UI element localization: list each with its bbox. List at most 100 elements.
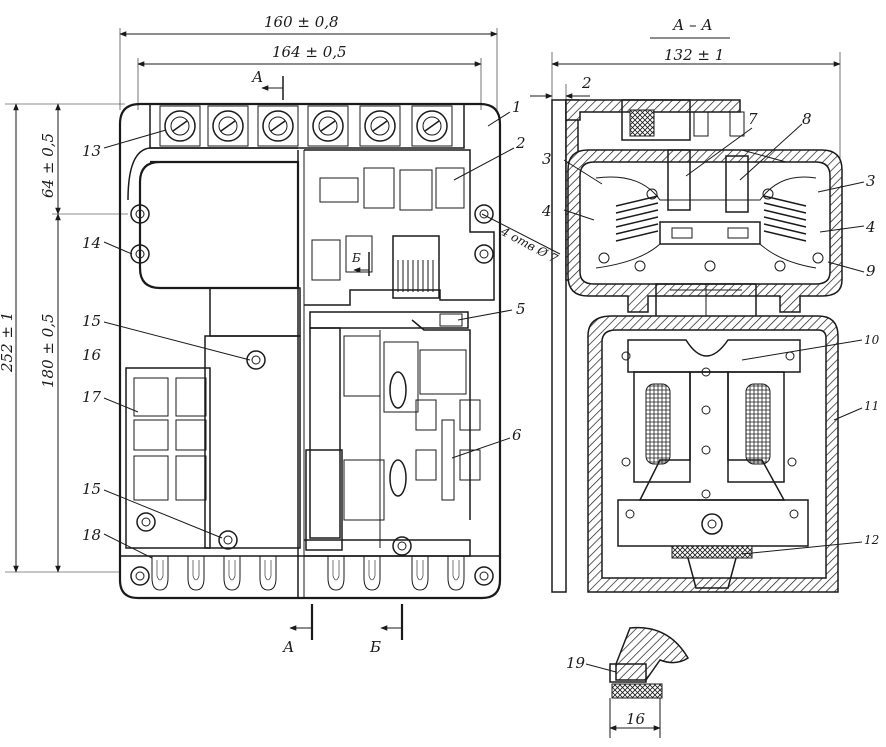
hole-center <box>135 209 145 219</box>
mechanism-area <box>304 149 495 557</box>
dim-width-inner: 164 ± 0,5 <box>137 43 482 110</box>
mounting-hole-icon <box>130 204 150 224</box>
wire-loop-inner <box>228 560 236 581</box>
callout-7: 7 <box>748 110 758 128</box>
mounting-hole-icon <box>474 244 494 264</box>
terminal-screw-icon <box>416 110 448 142</box>
wire-loop <box>259 556 277 591</box>
screw-slot <box>320 120 336 132</box>
contact-spring <box>763 216 807 228</box>
section-marker-b-mid: Б <box>351 251 370 276</box>
callout-3-right: 3 <box>866 172 876 190</box>
magnet-housing <box>204 335 301 549</box>
dim-width-outer-label: 160 ± 0,8 <box>264 13 339 31</box>
dim-section-width: 132 ± 1 <box>551 46 841 165</box>
section-a-top-label: А <box>251 68 263 86</box>
callout-10: 10 <box>864 333 880 347</box>
contact-spring <box>615 195 659 207</box>
mounting-holes <box>130 204 494 586</box>
callout-13: 13 <box>82 142 101 160</box>
bolt-hole-icon <box>701 367 711 377</box>
terminal-cell <box>159 105 201 147</box>
dim-height-top-label: 64 ± 0,5 <box>39 133 57 198</box>
wire-loop-inner <box>452 560 460 581</box>
callout-3-left: 3 <box>542 150 552 168</box>
wire-loop-inner <box>192 560 200 581</box>
hole-center <box>135 571 145 581</box>
mounting-hole-icon <box>474 566 494 586</box>
left-rail <box>209 287 301 337</box>
mounting-hole-icon <box>218 530 238 550</box>
contact-spring <box>615 230 659 242</box>
base-plate-section <box>551 99 567 593</box>
top-terminal-strip <box>149 103 465 149</box>
mounting-hole-icon <box>136 512 156 532</box>
section-markers-bottom: А Б <box>282 604 404 656</box>
bolt-hole-icon <box>701 445 711 455</box>
bolt-hole-icon <box>787 457 797 467</box>
terminal-screw-icon <box>212 110 244 142</box>
section-title: А – А <box>672 16 713 34</box>
terminal-screw-icon <box>262 110 294 142</box>
callout-15a: 15 <box>82 312 101 330</box>
top-bracket <box>565 99 745 141</box>
contact-spring <box>763 202 807 214</box>
wire-loop <box>187 556 205 591</box>
front-view: 160 ± 0,8 164 ± 0,5 А 252 ± 1 64 ± 0,5 <box>0 13 560 656</box>
screw-head <box>422 116 442 136</box>
contact-spring <box>615 216 659 228</box>
terminal-cell <box>307 105 349 147</box>
screw-slot <box>372 120 388 132</box>
screw-slot <box>424 120 440 132</box>
base-plate-outline <box>118 102 502 600</box>
callout-9: 9 <box>866 262 876 280</box>
contact-spring <box>615 209 659 221</box>
hole-center <box>223 535 233 545</box>
callout-1: 1 <box>512 98 522 116</box>
hole-center <box>141 517 151 527</box>
detail-dim-label: 16 <box>626 710 646 728</box>
dim-height-total: 252 ± 1 <box>0 103 125 573</box>
contact-spring <box>763 209 807 221</box>
dim-height-lower-label: 180 ± 0,5 <box>39 313 57 388</box>
section-view: А – А 132 ± 1 2 <box>530 16 880 593</box>
bolt-hole-icon <box>701 405 711 415</box>
dim-section-width-label: 132 ± 1 <box>664 46 724 64</box>
dim-height-lower: 180 ± 0,5 <box>39 213 61 573</box>
wire-loop-inner <box>332 560 340 581</box>
hole-note-label: 4 отв Ø 7 <box>498 224 561 266</box>
terminal-screw-icon <box>312 110 344 142</box>
bottom-terminal-strip <box>120 555 500 591</box>
bolt-hole-icon <box>701 489 711 499</box>
dim-section-gap-label: 2 <box>581 74 592 92</box>
screw-slot <box>220 120 236 132</box>
hole-center <box>479 209 489 219</box>
section-b-bottom-label: Б <box>369 638 381 656</box>
hole-center <box>479 571 489 581</box>
contact-spring <box>763 230 807 242</box>
contact-chamber <box>567 149 843 313</box>
mounting-hole-icon <box>246 350 266 370</box>
hole-center <box>135 249 145 259</box>
window-frame-line <box>127 147 298 201</box>
hole-center <box>251 355 261 365</box>
hole-center <box>479 249 489 259</box>
terminal-cell <box>257 105 299 147</box>
wire-loop <box>447 556 465 591</box>
section-marker-a-top: А <box>251 68 284 100</box>
front-callouts: 1 2 5 6 13 14 15 16 17 15 18 <box>82 98 526 559</box>
mounting-hole-icon <box>392 536 412 556</box>
callout-11: 11 <box>864 399 879 413</box>
magnet-chamber <box>587 315 839 593</box>
bolt-hole-icon <box>621 457 631 467</box>
callout-14: 14 <box>82 234 101 252</box>
callout-15b: 15 <box>82 480 101 498</box>
callout-12: 12 <box>864 533 879 547</box>
callout-18: 18 <box>82 526 101 544</box>
left-window <box>138 160 300 290</box>
terminal-screw-icon <box>164 110 196 142</box>
terminal-screw-icon <box>364 110 396 142</box>
contact-spring <box>615 223 659 235</box>
callout-5: 5 <box>516 300 526 318</box>
